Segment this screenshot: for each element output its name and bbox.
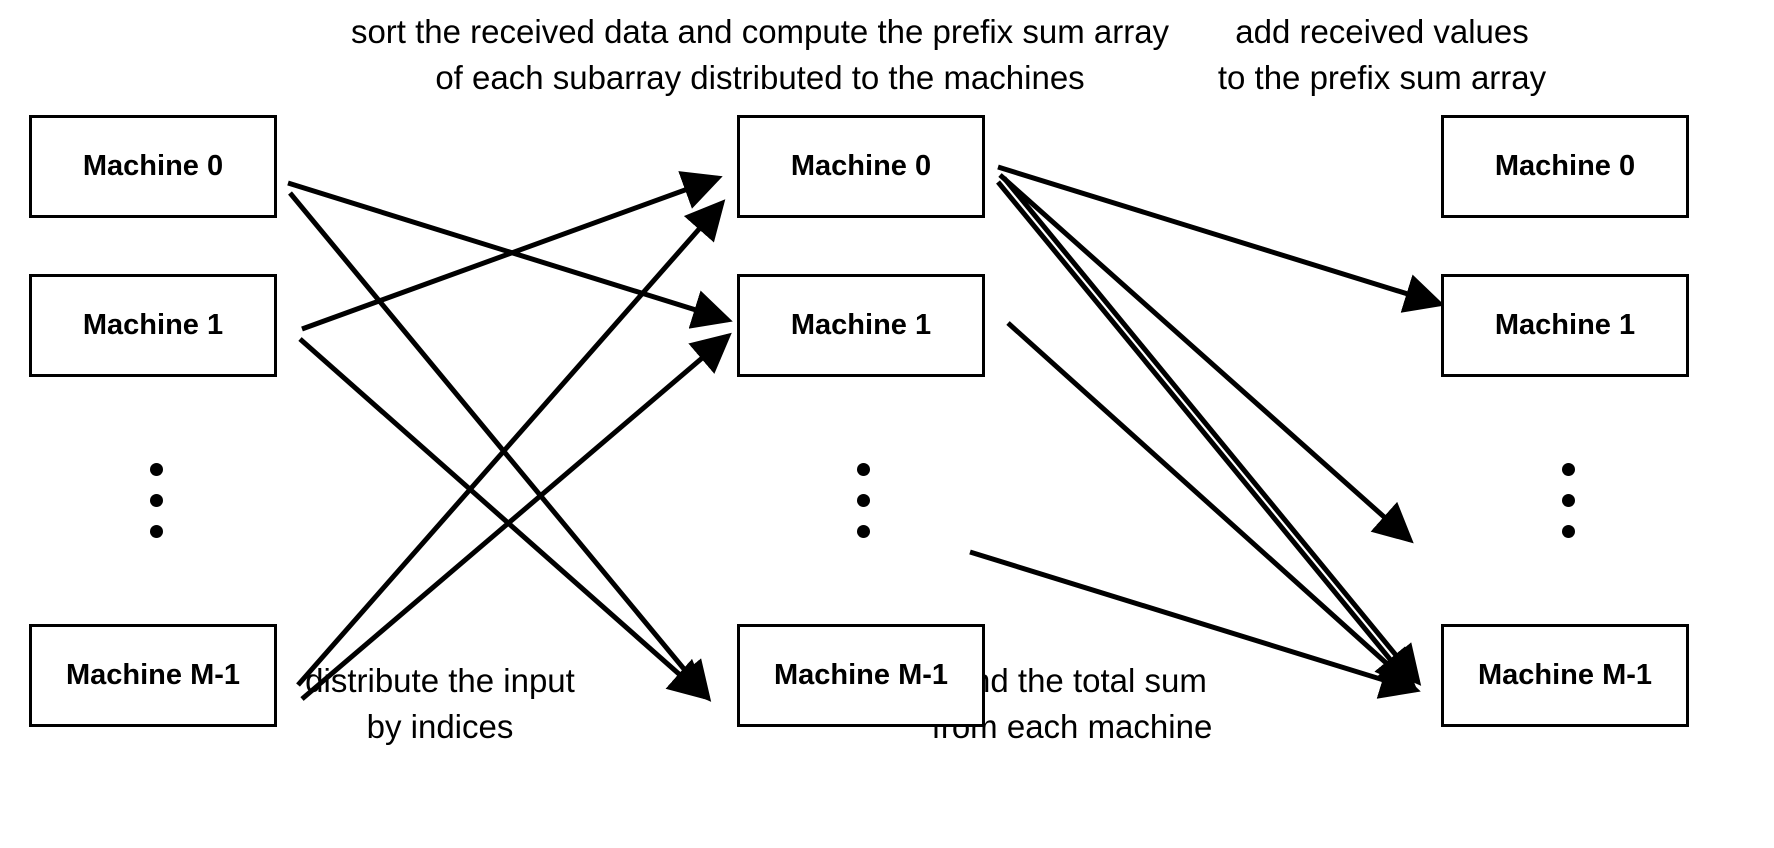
machine-node-left-m-1: Machine M-1 xyxy=(29,624,277,727)
caption-top-right-line-1: add received values xyxy=(1235,13,1529,50)
ellipsis-dot-right-1 xyxy=(1562,463,1575,476)
ellipsis-dot-mid-1 xyxy=(857,463,870,476)
machine-node-right-m-1: Machine M-1 xyxy=(1441,624,1689,727)
ellipsis-dot-mid-2 xyxy=(857,494,870,507)
arrow-mid0-to-right1 xyxy=(997,164,1445,313)
machine-node-left-1: Machine 1 xyxy=(29,274,277,377)
caption-top-center-line-1: sort the received data and compute the p… xyxy=(350,13,1170,50)
arrow-left0-to-midM1 xyxy=(288,191,712,702)
ellipsis-dot-mid-3 xyxy=(857,525,870,538)
arrow-leftM1-to-mid0 xyxy=(296,199,726,687)
caption-top-right: add received values to the prefix sum ar… xyxy=(1212,9,1552,101)
caption-top-right-line-2: to the prefix sum array xyxy=(1217,59,1547,96)
arrow-mid0-to-right-ellipsis xyxy=(998,173,1414,544)
arrow-mid0-to-rightM1-a xyxy=(1002,176,1422,686)
machine-node-left-0: Machine 0 xyxy=(29,115,277,218)
caption-bottom-left: distribute the input by indices xyxy=(290,658,590,750)
caption-top-center: sort the received data and compute the p… xyxy=(340,9,1180,101)
arrow-left0-to-mid1 xyxy=(287,180,733,329)
ellipsis-dot-right-3 xyxy=(1562,525,1575,538)
machine-node-right-0: Machine 0 xyxy=(1441,115,1689,218)
machine-node-mid-m-1: Machine M-1 xyxy=(737,624,985,727)
arrow-left1-to-midM1 xyxy=(298,337,709,701)
arrow-left1-to-mid0 xyxy=(301,171,723,332)
ellipsis-dot-left-3 xyxy=(150,525,163,538)
machine-node-right-1: Machine 1 xyxy=(1441,274,1689,377)
arrow-midEllipsis-to-rightM1 xyxy=(969,549,1421,699)
caption-top-center-line-2: of each subarray distributed to the mach… xyxy=(435,59,1085,96)
arrow-leftM1-to-mid1 xyxy=(300,332,732,701)
caption-bottom-left-line-1: distribute the input xyxy=(305,662,575,699)
ellipsis-dot-left-2 xyxy=(150,494,163,507)
ellipsis-dot-left-1 xyxy=(150,463,163,476)
ellipsis-dot-right-2 xyxy=(1562,494,1575,507)
arrow-mid0-to-rightM1-b xyxy=(996,180,1416,690)
arrow-mid1-to-rightM1 xyxy=(1006,321,1418,692)
caption-bottom-left-line-2: by indices xyxy=(366,708,514,745)
machine-node-mid-0: Machine 0 xyxy=(737,115,985,218)
machine-node-mid-1: Machine 1 xyxy=(737,274,985,377)
